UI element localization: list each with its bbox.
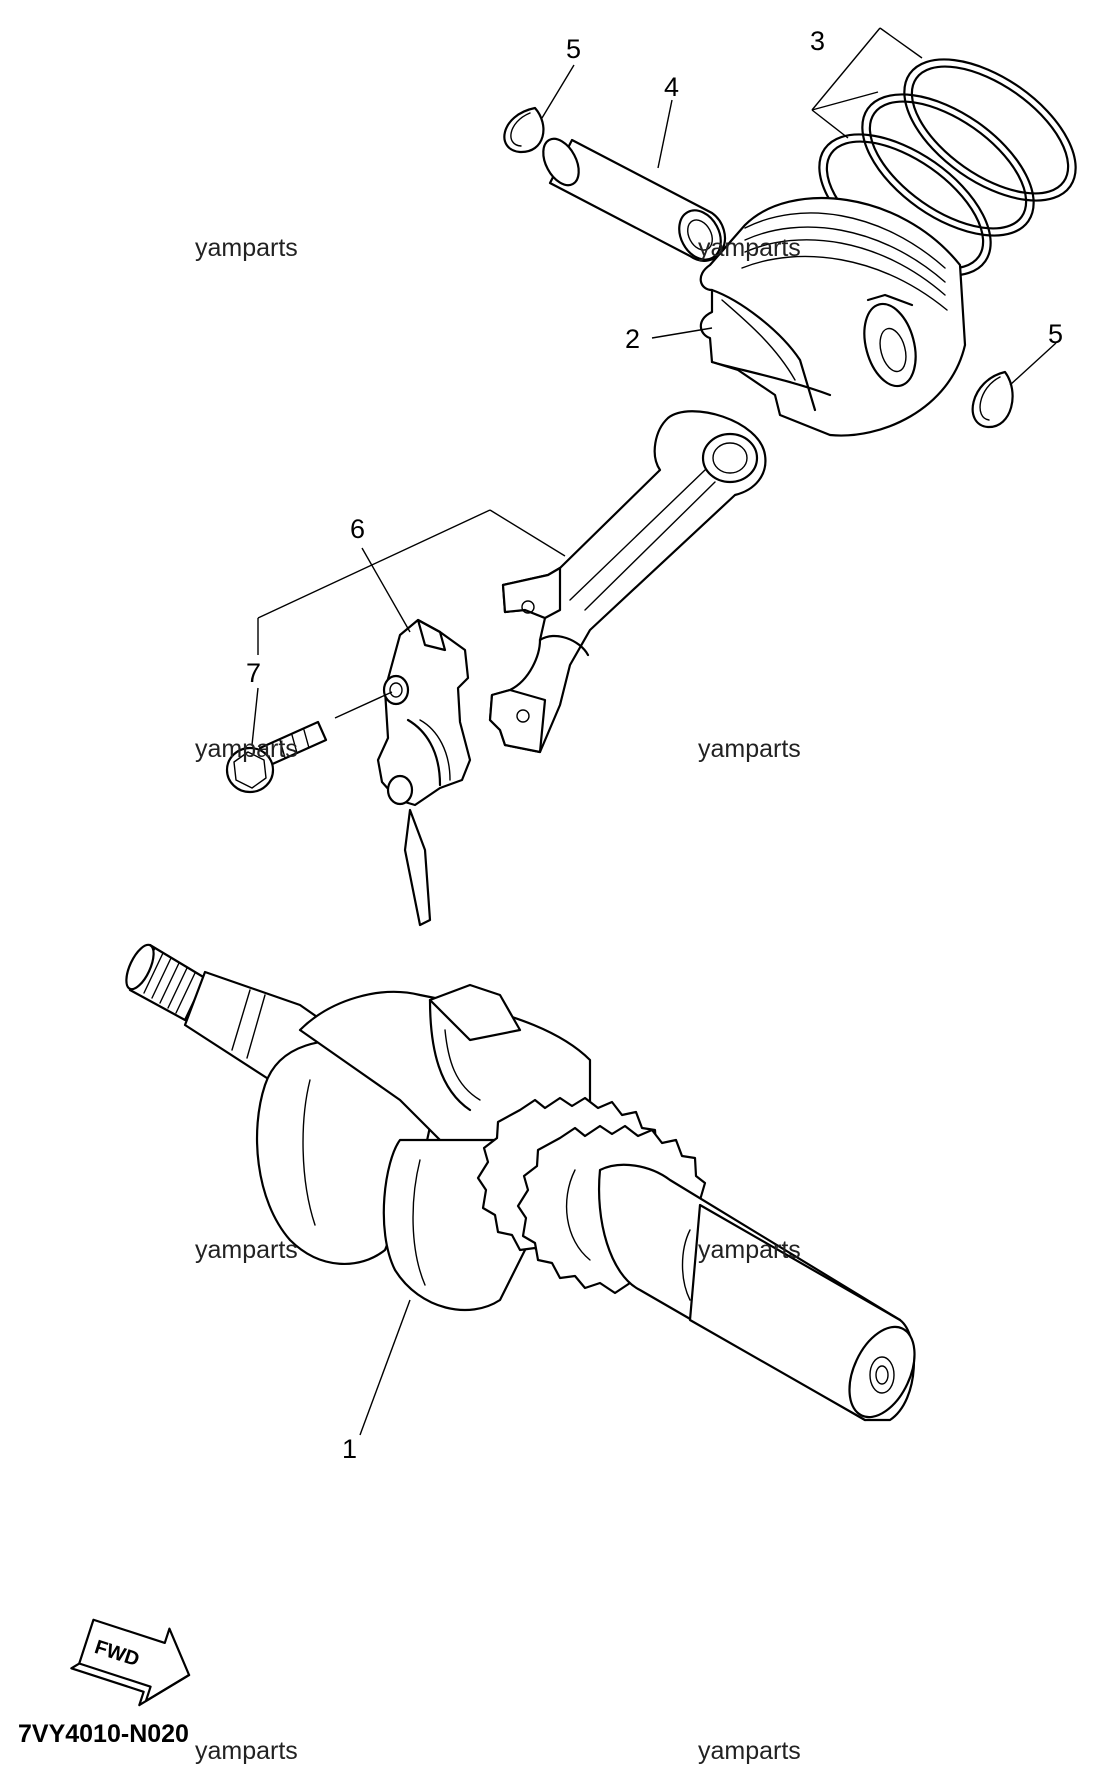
callout-7: 7 bbox=[246, 658, 261, 688]
callout-numbers: 1 2 3 4 5 5 6 7 bbox=[246, 26, 1063, 1464]
circlip-upper[interactable] bbox=[503, 106, 545, 154]
piston-pin[interactable] bbox=[536, 133, 729, 267]
callout-4: 4 bbox=[664, 72, 679, 102]
callout-3: 3 bbox=[810, 26, 825, 56]
diagram-code: 7VY4010-N020 bbox=[18, 1720, 189, 1748]
leader-lines bbox=[251, 27, 1057, 1436]
callout-2: 2 bbox=[625, 324, 640, 354]
rod-cap[interactable] bbox=[376, 618, 472, 927]
callout-5-upper: 5 bbox=[566, 34, 581, 64]
watermark-2: yamparts bbox=[698, 234, 801, 262]
fwd-arrow: FWD bbox=[70, 1618, 191, 1707]
circlip-right[interactable] bbox=[971, 370, 1014, 429]
connecting-rod[interactable] bbox=[488, 410, 767, 754]
callout-6: 6 bbox=[350, 514, 365, 544]
callout-5-right: 5 bbox=[1048, 319, 1063, 349]
watermark-6: yamparts bbox=[698, 1236, 801, 1264]
watermark-8: yamparts bbox=[698, 1737, 801, 1765]
rod-bolt[interactable] bbox=[225, 720, 328, 794]
callout-1: 1 bbox=[342, 1434, 357, 1464]
watermark-5: yamparts bbox=[195, 1236, 298, 1264]
crankshaft[interactable] bbox=[121, 941, 928, 1427]
watermark-1: yamparts bbox=[195, 234, 298, 262]
watermark-3: yamparts bbox=[195, 735, 298, 763]
watermark-4: yamparts bbox=[698, 735, 801, 763]
piston[interactable] bbox=[699, 196, 967, 437]
watermark-7: yamparts bbox=[195, 1737, 298, 1765]
